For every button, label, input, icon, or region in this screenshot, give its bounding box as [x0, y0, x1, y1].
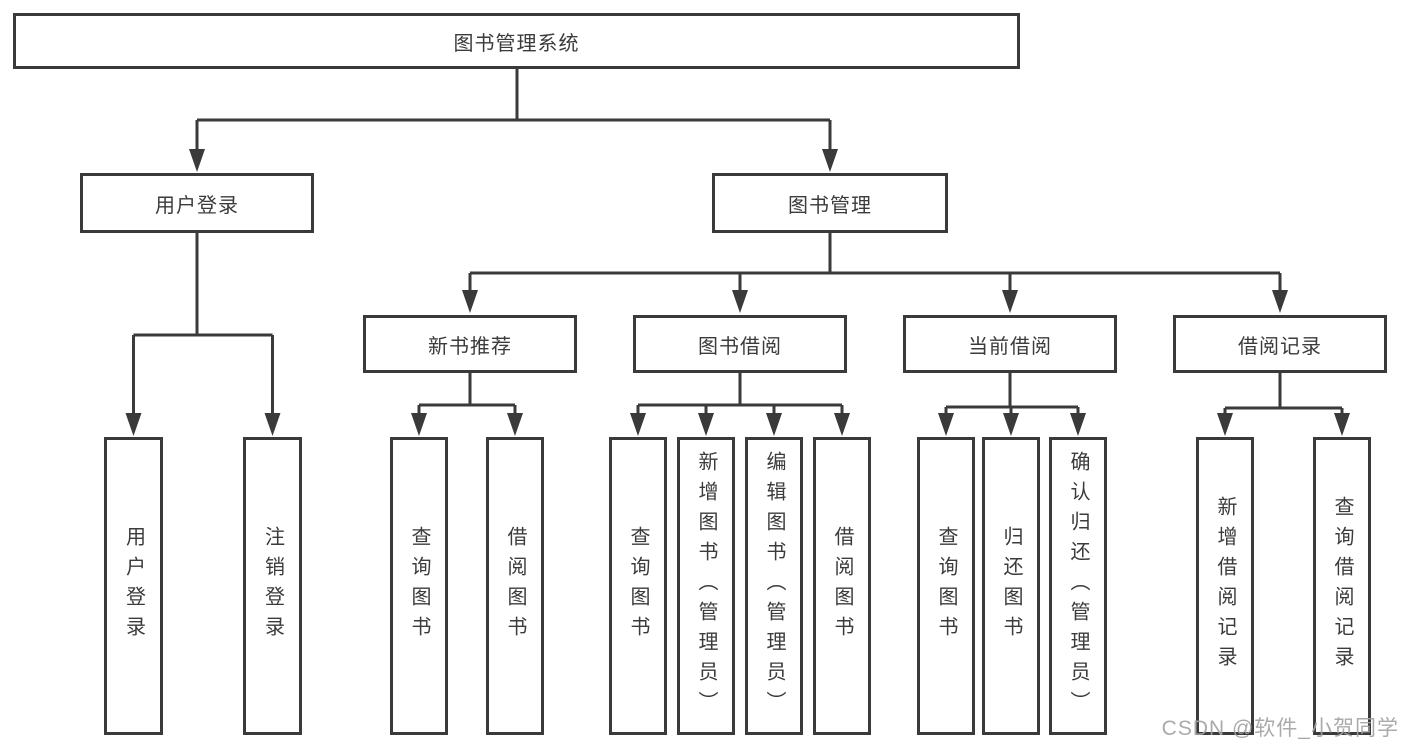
node-book-borrow: 图书借阅 — [633, 315, 847, 373]
leaf-add-book-admin: 新增图书（管理员） — [677, 437, 735, 735]
leaf-query-books-borrow: 查询图书 — [609, 437, 667, 735]
node-library-management-system: 图书管理系统 — [13, 13, 1020, 69]
csdn-watermark: CSDN @软件_小贺同学 — [1161, 717, 1399, 740]
leaf-edit-book-admin: 编辑图书（管理员） — [745, 437, 803, 735]
leaf-confirm-return-admin: 确认归还（管理员） — [1049, 437, 1107, 735]
leaf-add-borrow-record: 新增借阅记录 — [1196, 437, 1254, 735]
leaf-borrow-books-recommend: 借阅图书 — [486, 437, 544, 735]
node-borrow-records: 借阅记录 — [1173, 315, 1387, 373]
arrowheads — [125, 149, 1350, 436]
node-user-login: 用户登录 — [80, 173, 314, 233]
leaf-return-books: 归还图书 — [982, 437, 1040, 735]
leaf-query-borrow-record: 查询借阅记录 — [1313, 437, 1371, 735]
leaf-logout: 注销登录 — [243, 437, 302, 735]
node-new-book-recommend: 新书推荐 — [363, 315, 577, 373]
connector-paths — [132, 68, 1344, 420]
leaf-user-login: 用户登录 — [104, 437, 163, 735]
node-current-borrow: 当前借阅 — [903, 315, 1117, 373]
leaf-borrow-books: 借阅图书 — [813, 437, 871, 735]
leaf-query-books-current: 查询图书 — [917, 437, 975, 735]
leaf-query-books-recommend: 查询图书 — [390, 437, 448, 735]
node-book-management: 图书管理 — [712, 173, 948, 233]
